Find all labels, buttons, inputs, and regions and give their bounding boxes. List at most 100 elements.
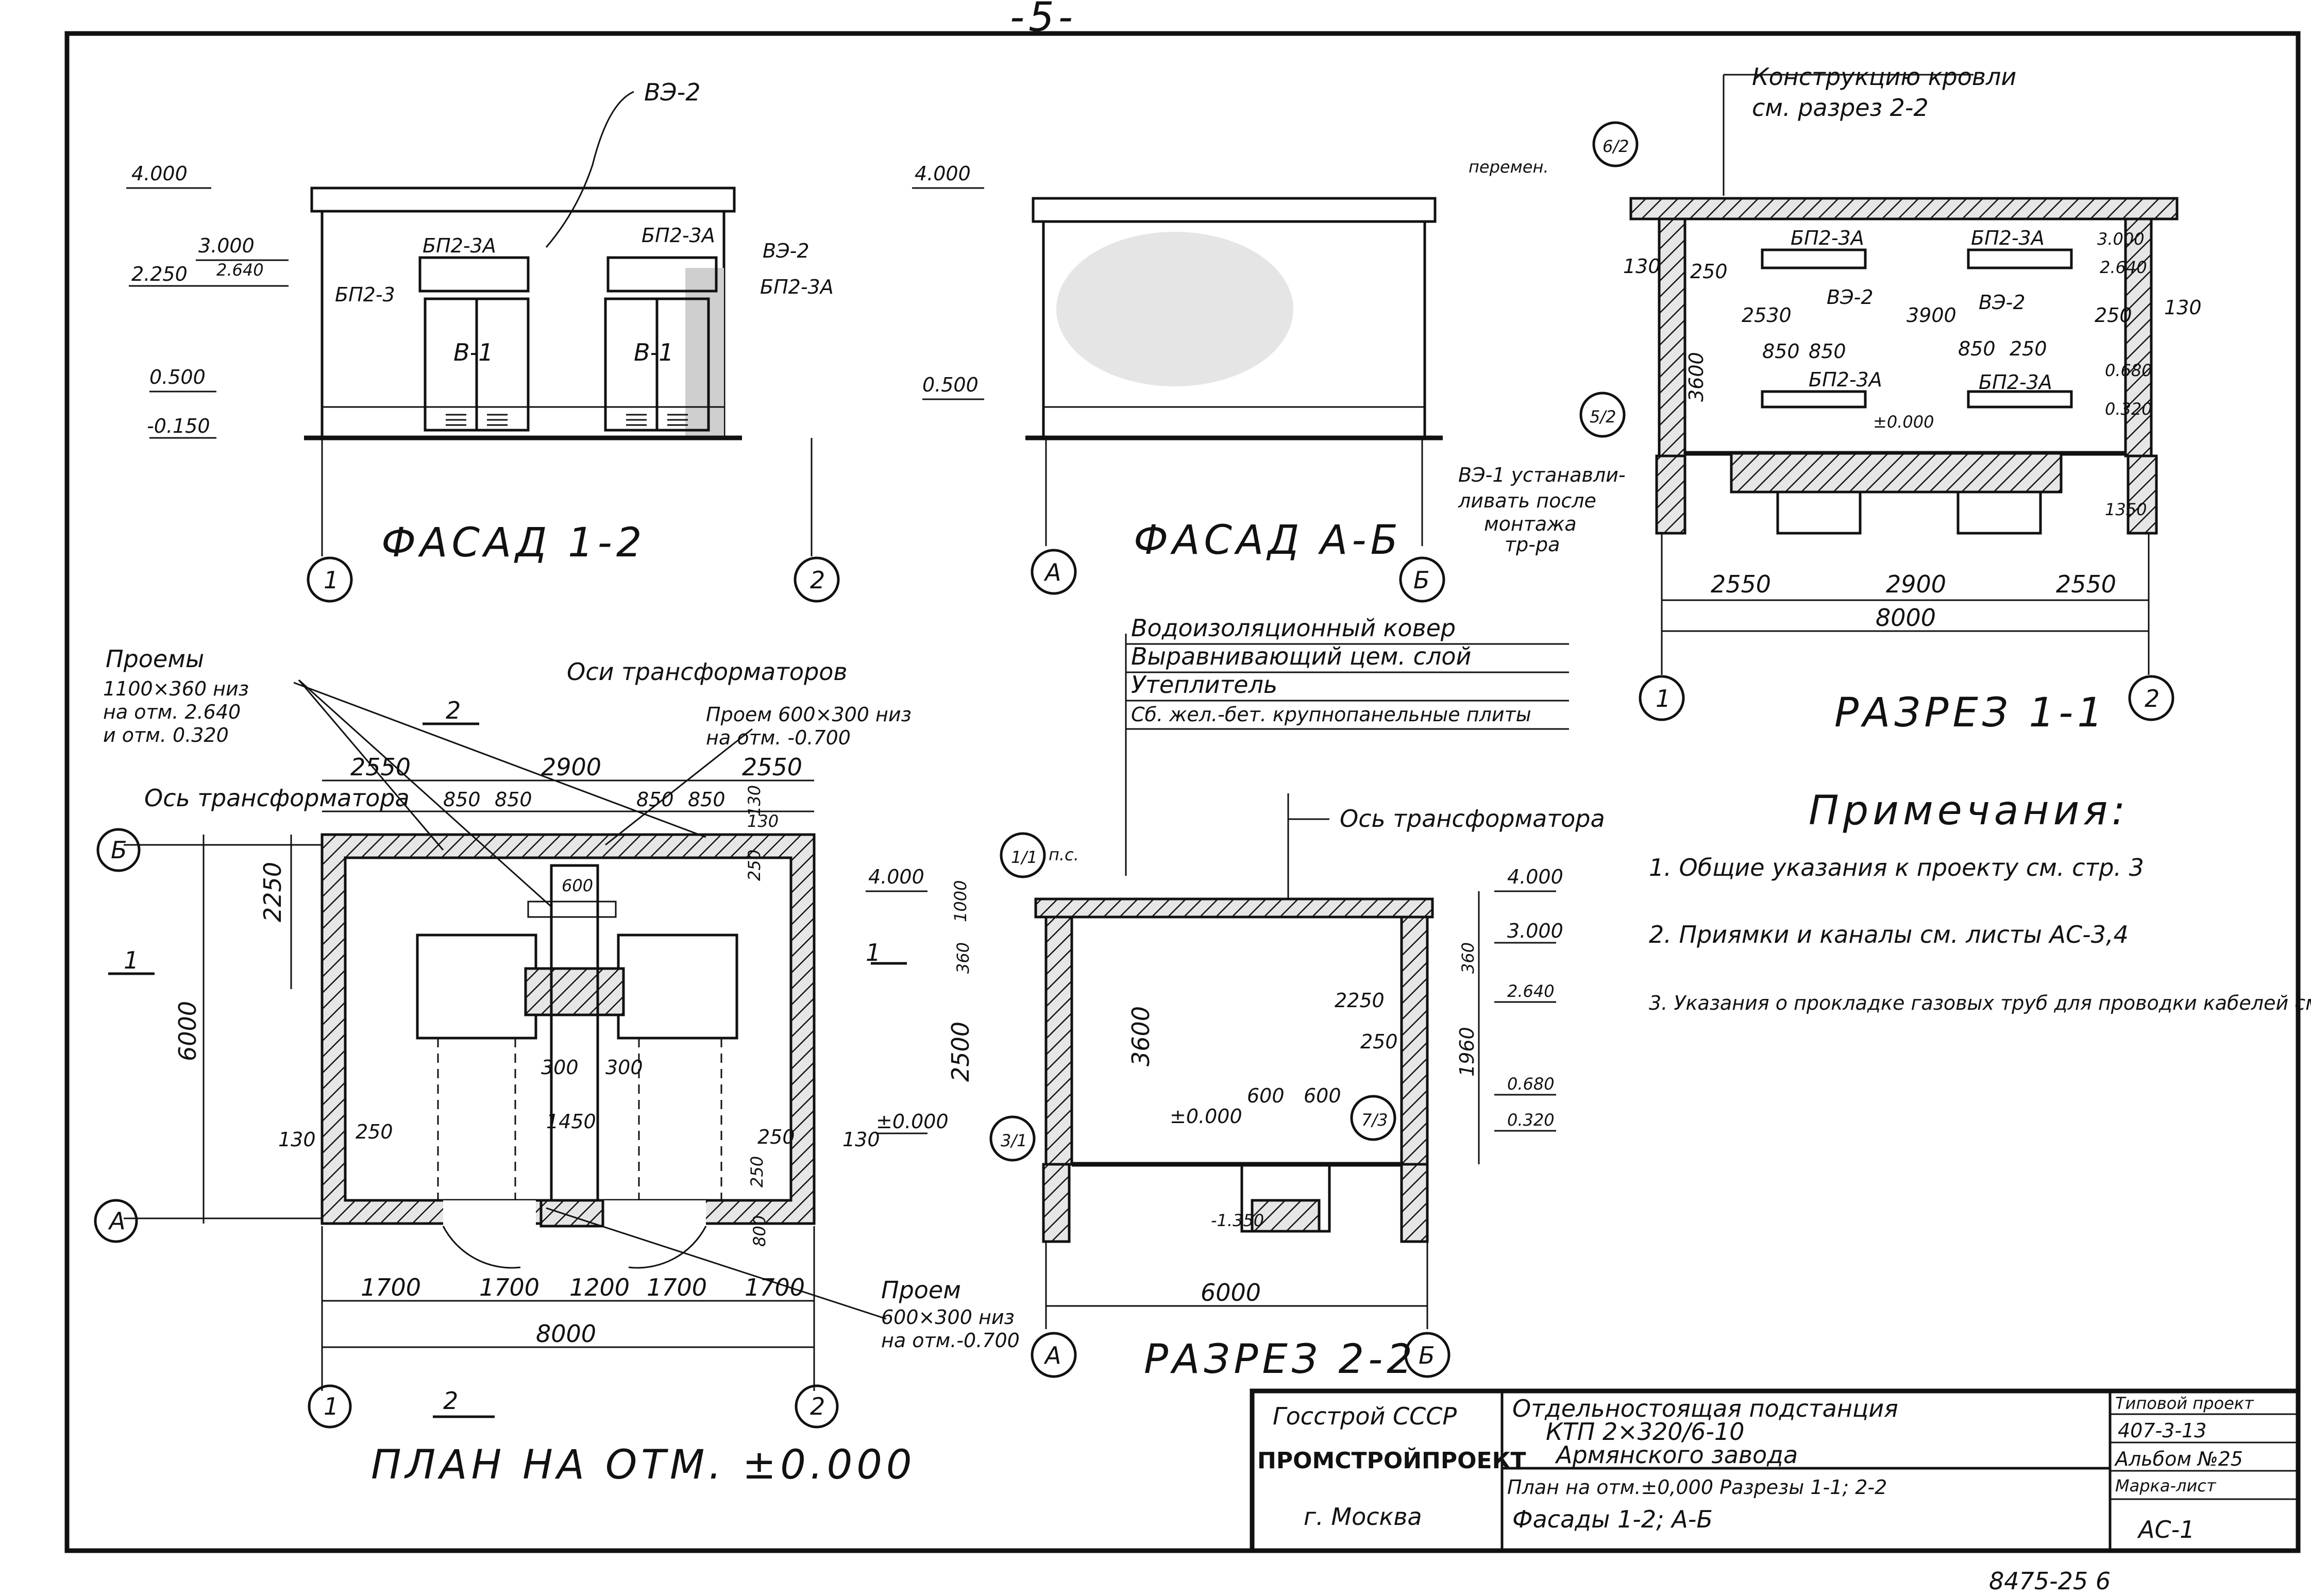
dimension: 850 [443, 788, 481, 811]
sheet-frame [64, 31, 2301, 1553]
equipment-label: БП2-3А [1979, 371, 2052, 394]
level-mark: 4.000 [1507, 865, 1563, 888]
dimension: 6000 [1201, 1279, 1261, 1306]
view-title: ФАСАД 1-2 [381, 520, 646, 566]
dimension: 2550 [1711, 570, 1771, 598]
dimension: 850 [495, 788, 532, 811]
dimension: 2500 [947, 1022, 974, 1082]
city: г. Москва [1304, 1503, 1422, 1531]
dimension: 3600 [1685, 352, 1708, 402]
dimension: 250 [356, 1120, 393, 1143]
opening-note: 600×300 низ [881, 1306, 1015, 1329]
openings-note: и отм. 0.320 [103, 724, 229, 746]
project-title: Отдельностоящая подстанция [1512, 1395, 1898, 1422]
dimension: 2550 [350, 753, 411, 781]
sheet-content: План на отм.±0,000 Разрезы 1-1; 2-2 [1507, 1476, 1887, 1499]
dimension: 8000 [1876, 604, 1936, 632]
facade-a-b: 4.000 0.500 А Б ФАСАД А-Б [912, 162, 1445, 603]
dimension: 850 [688, 788, 726, 811]
note-item: 2. Приямки и каналы см. листы АС-3,4 [1649, 921, 2129, 948]
axis-label: А [1043, 1342, 1061, 1369]
section-mark: 5/2 [1590, 407, 1616, 427]
dimension: 250 [1690, 260, 1728, 283]
level-mark: 4.000 [131, 162, 188, 185]
section-mark: 7/3 [1361, 1110, 1388, 1130]
section-mark: 2 [443, 1387, 458, 1415]
level-mark: 0.320 [2105, 399, 2152, 419]
install-note: монтажа [1484, 513, 1577, 535]
axis-label: Б [111, 836, 127, 864]
axis-note: Ось трансформатора [1340, 805, 1605, 833]
dimension: 250 [757, 1126, 795, 1148]
dimension: 8000 [536, 1320, 596, 1348]
dimension: 850 [636, 788, 674, 811]
dimension: 250 [1360, 1030, 1398, 1053]
project-title: КТП 2×320/6-10 [1546, 1418, 1744, 1446]
axis-label: 2 [810, 1393, 825, 1420]
dimension: 2550 [2056, 570, 2116, 598]
type-project-label: Типовой проект [2115, 1394, 2254, 1413]
dimension: 850 [1958, 337, 1996, 360]
dimension: 130 [1623, 255, 1661, 278]
level-mark: ±0.000 [1170, 1105, 1242, 1128]
callout: БП2-3А [642, 224, 715, 247]
layers-legend: Водоизоляционный ковер Выравнивающий цем… [1125, 614, 1569, 876]
legend-item: Сб. жел.-бет. крупнопанельные плиты [1131, 703, 1531, 726]
note-item: 3. Указания о прокладке газовых труб для… [1649, 992, 2311, 1014]
dimension: 850 [1809, 340, 1846, 363]
dimension: 130 [2164, 296, 2202, 319]
dimension: 250 [745, 850, 764, 881]
dimension: 2530 [1742, 304, 1792, 327]
openings-note: Проемы [106, 645, 204, 673]
axes-note: Оси трансформаторов [567, 658, 848, 686]
dimension: 130 [278, 1128, 316, 1151]
title-block: Госстрой СССР ПРОМСТРОЙПРОЕКТ г. Москва … [1250, 1388, 2301, 1553]
dimension: 1700 [479, 1274, 539, 1301]
door-label: В-1 [453, 338, 493, 366]
level-mark: 3.000 [2097, 229, 2145, 249]
level-mark: 0.500 [922, 373, 979, 396]
equipment-label: БП2-3А [1971, 227, 2045, 249]
axis-label: 1 [324, 566, 339, 594]
level-mark: 4.000 [868, 865, 924, 888]
equipment-label: ВЭ-2 [1827, 286, 1874, 309]
page-number: -5- [1010, 0, 1077, 41]
openings-note: на отм. 2.640 [103, 701, 241, 723]
level-mark: 2.640 [216, 260, 264, 280]
axis-label: 2 [810, 566, 825, 594]
dimension: 2250 [259, 862, 286, 922]
dimension: 800 [750, 1215, 769, 1247]
type-project: 407-3-13 [2118, 1419, 2206, 1442]
callout: БП2-3 [335, 283, 395, 306]
level-mark: 1350 [2105, 500, 2147, 519]
dimension: 2250 [1335, 989, 1385, 1012]
level-mark: 2.250 [131, 263, 188, 285]
roof-note: Конструкцию кровли [1752, 63, 2016, 91]
opening-note: Проем [881, 1276, 961, 1304]
organization: Госстрой СССР [1273, 1402, 1457, 1430]
dimension: 250 [2095, 304, 2132, 327]
level-mark: ±0.000 [876, 1110, 949, 1133]
level-mark: 0.500 [149, 366, 206, 388]
dimension: 1700 [361, 1274, 421, 1301]
dimension: 2900 [1886, 570, 1946, 598]
opening-note: Проем 600×300 низ [706, 703, 912, 726]
callout: ВЭ-2 [763, 240, 809, 262]
dimension: 600 [1304, 1084, 1341, 1107]
view-title: РАЗРЕЗ 1-1 [1834, 690, 2107, 736]
equipment-label: ВЭ-2 [1979, 291, 2026, 314]
facade-1-2: В-1 В-1 4.000 3.000 2.250 2.640 0.500 -0… [126, 78, 840, 603]
callout: БП2-3А [423, 234, 496, 257]
section-1-1: Конструкцию кровли см. разрез 2-2 переме… [1458, 63, 2202, 736]
axis-label: 1 [1656, 685, 1671, 712]
plan-view: Проемы 1100×360 низ на отм. 2.640 и отм.… [94, 645, 1020, 1488]
dimension: 600 [1247, 1084, 1285, 1107]
section-2-2: Ось трансформатора 1/1 п.с. 3/1 7/3 4.00… [866, 793, 1605, 1383]
sheet-mark: АС-1 [2137, 1516, 2195, 1543]
dimension: 6000 [174, 1001, 201, 1061]
opening-note: на отм. -0.700 [706, 726, 851, 749]
dimension: 130 [745, 785, 764, 817]
section-mark: п.с. [1049, 845, 1079, 864]
legend-item: Водоизоляционный ковер [1131, 614, 1456, 642]
dimension: 1000 [951, 880, 970, 922]
